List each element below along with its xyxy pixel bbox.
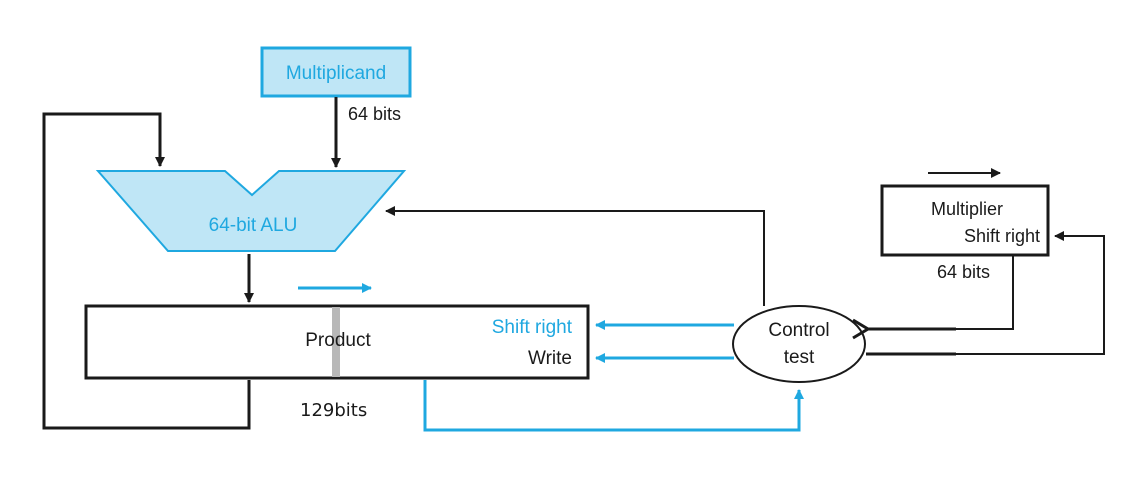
product-write-label: Write [528,348,572,369]
alu-label: 64-bit ALU [209,215,298,236]
multiplier-shift-label: Shift right [964,226,1040,246]
product-shift-label: Shift right [492,317,573,338]
product-to-control-arrow [423,380,804,432]
multiplier-to-control-line [956,256,1014,330]
multiplier-label: Multiplier [931,199,1003,219]
multiplicand-width-label: 64 bits [348,104,401,124]
product-width-label: 129bits [300,400,367,421]
multiplicand-register: Multiplicand [260,46,412,98]
product-divider [332,307,340,377]
control-test: Control test [732,305,866,383]
product-label: Product [305,330,371,351]
multiplicand-label: Multiplicand [286,63,386,84]
control-to-alu-arrow [385,206,765,306]
control-label-line2: test [784,347,815,368]
control-label-line1: Control [768,320,829,341]
product-register: Product Shift right Write [84,304,590,380]
alu: 64-bit ALU [95,170,407,252]
product-feedback-loop [42,112,251,430]
multiplier-width-label: 64 bits [937,262,990,282]
control-to-multiplier-arrow [956,231,1105,355]
multiplier-register: Multiplier Shift right [880,184,1050,257]
